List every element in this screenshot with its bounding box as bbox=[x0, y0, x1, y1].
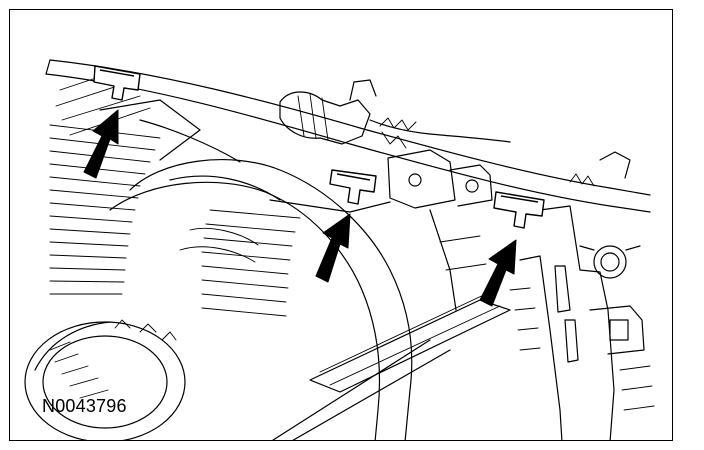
wiring-harness bbox=[279, 79, 511, 149]
arrow-to-clip-center bbox=[315, 213, 351, 283]
retaining-clip-left bbox=[93, 65, 141, 101]
arrow-to-clip-left bbox=[83, 109, 119, 179]
arrow-to-clip-right bbox=[479, 239, 517, 307]
radiator-fins bbox=[49, 124, 301, 317]
retaining-clip-center bbox=[329, 169, 377, 205]
illustration-frame: N0043796 bbox=[9, 9, 673, 441]
fan-hub bbox=[24, 319, 186, 440]
figure-id-label: N0043796 bbox=[42, 396, 127, 416]
right-bracket-structure bbox=[509, 205, 655, 440]
mounting-bracket-center bbox=[387, 149, 493, 209]
fan-shroud-body bbox=[129, 159, 413, 440]
upper-crossmember bbox=[45, 59, 651, 213]
cooling-fan-shroud-illustration bbox=[24, 59, 655, 440]
reservoir-neck bbox=[569, 151, 641, 279]
retaining-clip-right bbox=[493, 191, 545, 229]
lower-brace bbox=[309, 299, 511, 393]
